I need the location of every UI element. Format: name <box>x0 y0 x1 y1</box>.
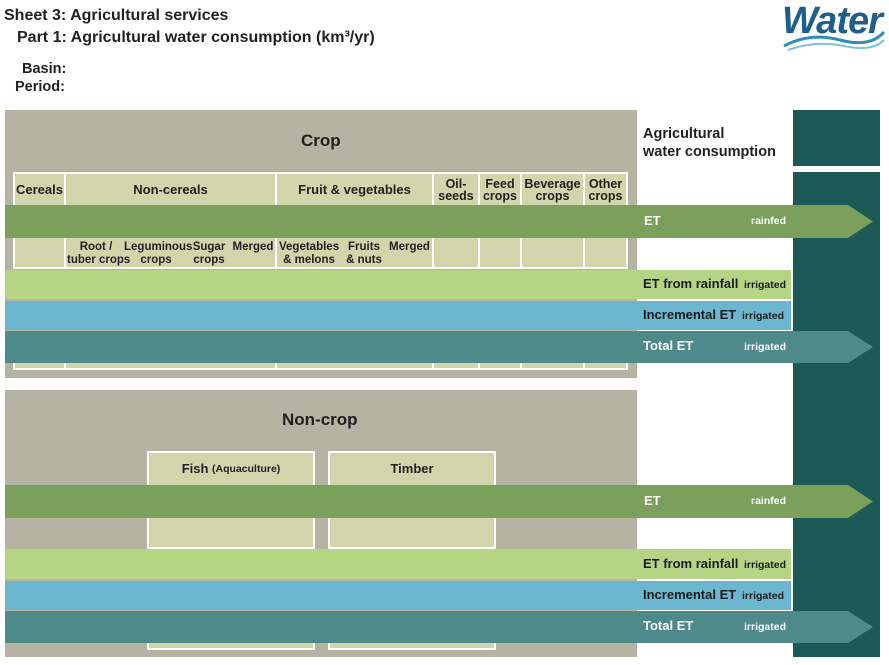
crop-total-et-arrow <box>5 331 873 363</box>
sub-vegetables-melons: Vegetables& melons <box>279 241 339 267</box>
sub-legum-line2: crops <box>140 254 172 266</box>
period-label: Period: <box>15 79 65 95</box>
sub-cereals <box>13 236 66 269</box>
consumption-title-line1: Agricultural <box>643 126 725 142</box>
sub-non-cereals <box>64 236 277 269</box>
cat-beverage-line1: Beverage <box>524 176 581 191</box>
noncrop-et-rainfed-band: ET rainfed <box>5 485 873 518</box>
cat-oilseeds-line2: seeds <box>438 188 474 203</box>
crop-efr-label: ET from rainfall <box>643 276 739 291</box>
crop-incremental-et-band: Incremental ET irrigated <box>5 301 791 330</box>
sub-merged-noncereals: Merged <box>232 241 274 253</box>
noncrop-et-label: ET <box>644 493 661 508</box>
sub-fruits-line2: & nuts <box>346 254 382 266</box>
sub-fruits-line1: Fruits <box>348 241 380 253</box>
noncrop-incremental-et-band: Incremental ET irrigated <box>5 581 791 610</box>
noncrop-efr-label: ET from rainfall <box>643 556 739 571</box>
crop-et-tag: rainfed <box>751 215 787 227</box>
cat-cereals: Cereals <box>13 172 66 207</box>
cat-fish-label: Fish <box>181 461 209 476</box>
noncrop-inc-tag: irrigated <box>742 590 785 602</box>
crop-total-et-band: Total ET irrigated <box>5 331 873 363</box>
crop-et-rainfed-arrow <box>5 205 873 238</box>
sub-feed <box>478 236 522 269</box>
sub-root-line2: tuber crops <box>67 254 131 266</box>
wa-logo-mark <box>783 30 886 51</box>
crop-tot-label: Total ET <box>643 338 694 353</box>
noncrop-inc-label: Incremental ET <box>643 587 737 602</box>
cat-timber-label: Timber <box>390 461 434 476</box>
crop-title: Crop <box>301 131 341 150</box>
crop-efr-tag: irrigated <box>744 279 787 291</box>
sub-fruits-nuts: Fruits& nuts <box>344 241 384 267</box>
noncrop-et-tag: rainfed <box>751 495 787 507</box>
sub-root-line1: Root / <box>79 241 113 253</box>
cat-fish-note: (Aquaculture) <box>212 463 281 475</box>
cat-other-line1: Other <box>588 176 623 191</box>
part-title: Part 1: Agricultural water consumption (… <box>17 29 375 46</box>
cat-oilseeds-line1: Oil- <box>445 176 467 191</box>
sub-sugar-line2: crops <box>193 254 225 266</box>
consumption-title-line2: water consumption <box>643 144 776 160</box>
noncrop-total-et-band: Total ET irrigated <box>5 611 873 643</box>
sub-fish <box>147 515 315 549</box>
sub-sugar-line1: Sugar <box>192 241 226 253</box>
cat-timber: Timber <box>328 451 496 487</box>
crop-et-rainfed-band: ET rainfed <box>5 205 873 238</box>
sub-legum-line1: Leguminous <box>124 241 193 253</box>
cat-fish: Fish (Aquaculture) <box>147 451 315 487</box>
crop-inc-tag: irrigated <box>742 310 785 322</box>
sheet-title: Sheet 3: Agricultural services <box>4 7 229 24</box>
consumption-column-divider <box>793 166 880 172</box>
sub-other <box>583 236 628 269</box>
noncrop-et-from-rainfall-band: ET from rainfall irrigated <box>5 549 791 579</box>
crop-et-from-rainfall-band: ET from rainfall irrigated <box>5 270 791 299</box>
cat-non-cereals: Non-cereals <box>64 172 277 207</box>
cat-fruit-vegetables: Fruit & vegetables <box>275 172 434 207</box>
sub-merged-fruitveg: Merged <box>389 241 430 253</box>
noncrop-tot-tag: irrigated <box>744 621 787 633</box>
noncrop-et-rainfed-arrow <box>5 485 873 518</box>
sub-root-tuber: Root /tuber crops <box>67 241 131 267</box>
cat-feed-line1: Feed <box>485 176 515 191</box>
cat-non-cereals-label: Non-cereals <box>133 181 208 197</box>
consumption-title: Agricultural water consumption <box>643 125 776 161</box>
cat-beverage-line2: crops <box>535 188 570 203</box>
noncrop-efr-tag: irrigated <box>744 559 787 571</box>
cat-other-line2: crops <box>588 188 623 203</box>
sub-oilseeds <box>432 236 480 269</box>
basin-label: Basin: <box>22 61 67 77</box>
crop-et-label: ET <box>644 213 661 228</box>
sub-veg-line2: & melons <box>283 254 335 266</box>
crop-inc-label: Incremental ET <box>643 307 737 322</box>
cat-feed-line2: crops <box>482 188 518 203</box>
consumption-column <box>793 110 880 657</box>
wa-logo: Water <box>780 0 886 54</box>
logo-text: Water <box>782 0 883 42</box>
sub-beverage <box>520 236 585 269</box>
noncrop-title: Non-crop <box>282 410 358 429</box>
crop-tot-tag: irrigated <box>744 341 787 353</box>
sub-timber <box>328 515 496 549</box>
cat-fruit-veg-label: Fruit & vegetables <box>298 181 411 197</box>
cat-cereals-label: Cereals <box>16 181 63 197</box>
noncrop-tot-label: Total ET <box>643 618 694 633</box>
cat-oilseeds: Oil-seeds <box>432 172 480 207</box>
noncrop-total-et-arrow <box>5 611 873 643</box>
sub-veg-line1: Vegetables <box>279 241 340 253</box>
